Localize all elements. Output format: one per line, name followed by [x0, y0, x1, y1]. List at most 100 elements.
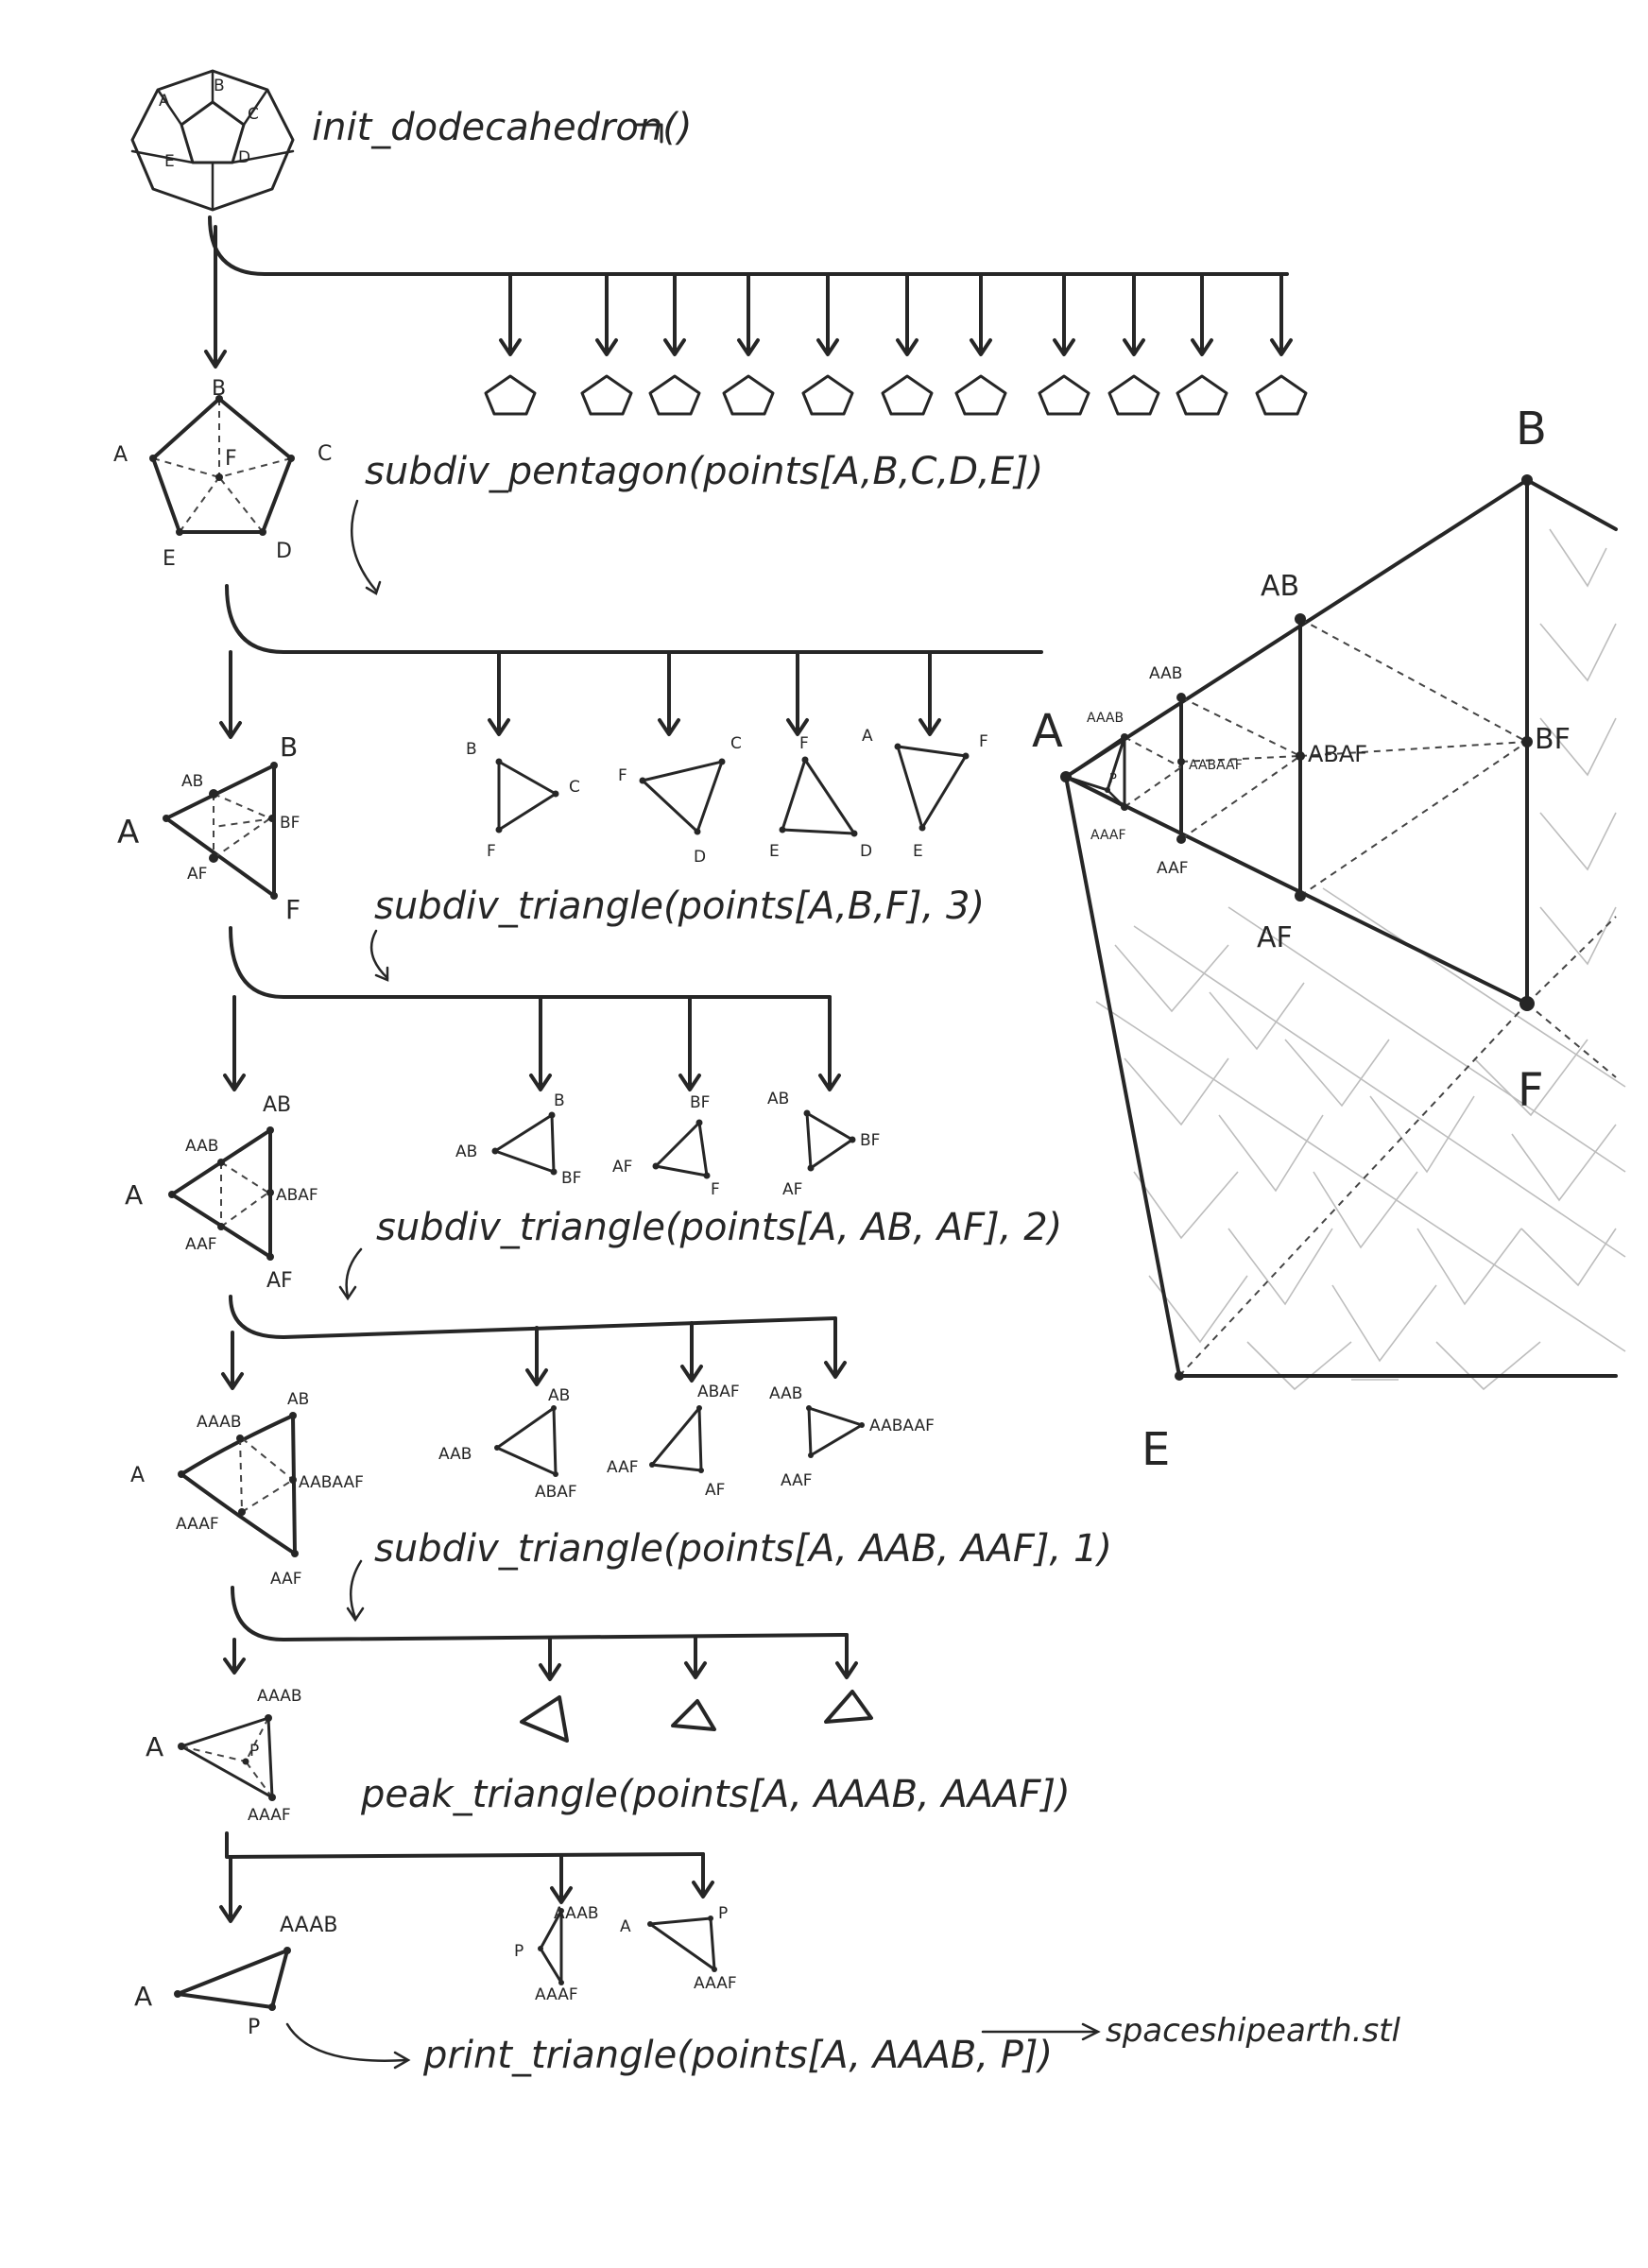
label-F: F: [225, 447, 237, 471]
subdiv-triangle-3-call: subdiv_triangle(points[A,B,F], 3): [374, 885, 985, 928]
print-triangle-figure: A AAAB P: [134, 1914, 337, 2039]
label-C: C: [318, 442, 332, 466]
label-AB: AB: [287, 1390, 309, 1409]
label-B: B: [466, 740, 477, 759]
label-BF: BF: [280, 814, 300, 833]
label-BF: BF: [1535, 723, 1571, 756]
triangle-A-AAB-AAF-figure: A AB AAAB AAAF AABAAF AAF: [130, 1390, 364, 1589]
print-arrow: [285, 2022, 408, 2062]
label-AF: AF: [1257, 921, 1293, 954]
label-A: A: [130, 1464, 145, 1487]
return-arrow: [633, 123, 663, 144]
pentagon-subdivision-figure: B C D E A F: [113, 377, 332, 571]
label-B: B: [554, 1091, 565, 1110]
peak-triangle-figure: A AAAB P AAAF: [146, 1687, 302, 1825]
label-D: D: [694, 848, 706, 867]
label-AAAF: AAAF: [535, 1985, 578, 2004]
label-AF: AF: [612, 1158, 632, 1177]
label-C: C: [248, 105, 259, 124]
label-C: C: [569, 778, 580, 797]
label-AAAB: AAAB: [257, 1687, 302, 1706]
label-P: P: [514, 1942, 524, 1961]
peak-triangle-call: peak_triangle(points[A, AAAB, AAAF]): [360, 1773, 1071, 1816]
label-F: F: [487, 842, 496, 861]
triangle-2-children: AAB AB ABAF ABAF AAF AF AAB AABAAF AAF: [438, 1383, 935, 1502]
label-E: E: [163, 547, 176, 571]
label-B: B: [212, 377, 226, 401]
pentagon-triangle-children: B C F F C D F E D A F E: [466, 727, 988, 867]
label-P: P: [248, 2016, 260, 2039]
label-ABAF: ABAF: [535, 1483, 577, 1502]
label-B: B: [280, 731, 298, 763]
label-B: B: [214, 77, 225, 95]
label-AAAF: AAAF: [176, 1515, 219, 1534]
subdiv-triangle-1-call: subdiv_triangle(points[A, AAB, AAF], 1): [374, 1527, 1112, 1571]
label-AAB: AAB: [769, 1384, 802, 1403]
label-AABAAF: AABAAF: [1189, 758, 1243, 773]
label-AAF: AAF: [270, 1570, 302, 1589]
label-AAAB: AAAB: [280, 1914, 337, 1937]
label-BF: BF: [561, 1169, 581, 1188]
label-AAAB: AAAB: [1087, 711, 1124, 726]
label-ABAF: ABAF: [276, 1186, 318, 1205]
branch-triangle-3: [223, 926, 841, 1091]
triangle-1-children: [520, 1690, 873, 1743]
label-D: D: [276, 540, 292, 563]
label-BF: BF: [860, 1131, 880, 1150]
label-P: P: [249, 1742, 259, 1761]
label-A: A: [862, 727, 873, 746]
label-E: E: [164, 152, 175, 171]
label-AF: AF: [266, 1269, 293, 1293]
triangle-ABF-figure: A B F AB AF BF: [117, 731, 300, 925]
label-AABAAF: AABAAF: [869, 1417, 935, 1435]
label-F: F: [285, 894, 300, 925]
label-F: F: [618, 766, 627, 785]
label-D: D: [238, 148, 250, 167]
branch-peak: [219, 1831, 714, 1923]
label-D: D: [860, 842, 872, 861]
label-AB: AB: [263, 1093, 291, 1117]
triangle-A-AB-AF-figure: A AB AAB AAF ABAF AF: [125, 1093, 318, 1293]
label-AAB: AAB: [438, 1445, 472, 1464]
pentagon-children: [484, 272, 1308, 416]
label-A: A: [1032, 705, 1063, 758]
label-BF: BF: [690, 1093, 710, 1112]
branch-pentagon-triangles: [219, 584, 1043, 739]
label-F: F: [1518, 1064, 1544, 1117]
label-AAAF: AAAF: [248, 1806, 291, 1825]
label-AAF: AAF: [781, 1471, 813, 1490]
label-F: F: [979, 732, 988, 751]
label-F: F: [799, 734, 809, 753]
label-B: B: [1516, 403, 1547, 455]
zoomed-face-diagram: B A F E AB BF ABAF AF AAB AAF AABAAF AAA…: [1032, 403, 1626, 1476]
subdiv-triangle-2-call: subdiv_triangle(points[A, AB, AF], 2): [376, 1206, 1062, 1249]
init-dodecahedron-call: init_dodecahedron(): [312, 106, 692, 149]
label-P: P: [718, 1904, 728, 1923]
label-AF: AF: [187, 865, 207, 884]
label-A: A: [159, 92, 170, 111]
label-C: C: [730, 734, 742, 753]
label-P: P: [1109, 772, 1117, 786]
label-E: E: [1142, 1423, 1170, 1476]
label-A: A: [134, 1981, 152, 2012]
dodecahedron-figure: A B C D E: [130, 69, 295, 212]
label-AB: AB: [767, 1090, 789, 1108]
label-AF: AF: [705, 1481, 725, 1500]
label-AB: AB: [455, 1143, 477, 1161]
label-AAAF: AAAF: [694, 1974, 737, 1993]
label-AAAB: AAAB: [197, 1413, 242, 1432]
label-E: E: [913, 842, 923, 861]
label-AAAF: AAAF: [1090, 828, 1126, 843]
label-AB: AB: [181, 772, 203, 791]
label-A: A: [117, 814, 139, 851]
label-AAF: AAF: [1157, 859, 1189, 878]
branch-triangle-1: [223, 1586, 858, 1681]
label-ABAF: ABAF: [697, 1383, 740, 1401]
branch-triangle-2: [221, 1295, 847, 1390]
label-AAB: AAB: [1149, 664, 1182, 683]
label-AAF: AAF: [607, 1458, 639, 1477]
triangle-3-children: AB B BF BF AF F AB BF AF: [455, 1090, 880, 1199]
label-AB: AB: [548, 1386, 570, 1405]
label-AB: AB: [1261, 570, 1299, 603]
subdiv-pentagon-call: subdiv_pentagon(points[A,B,C,D,E]): [365, 450, 1043, 493]
